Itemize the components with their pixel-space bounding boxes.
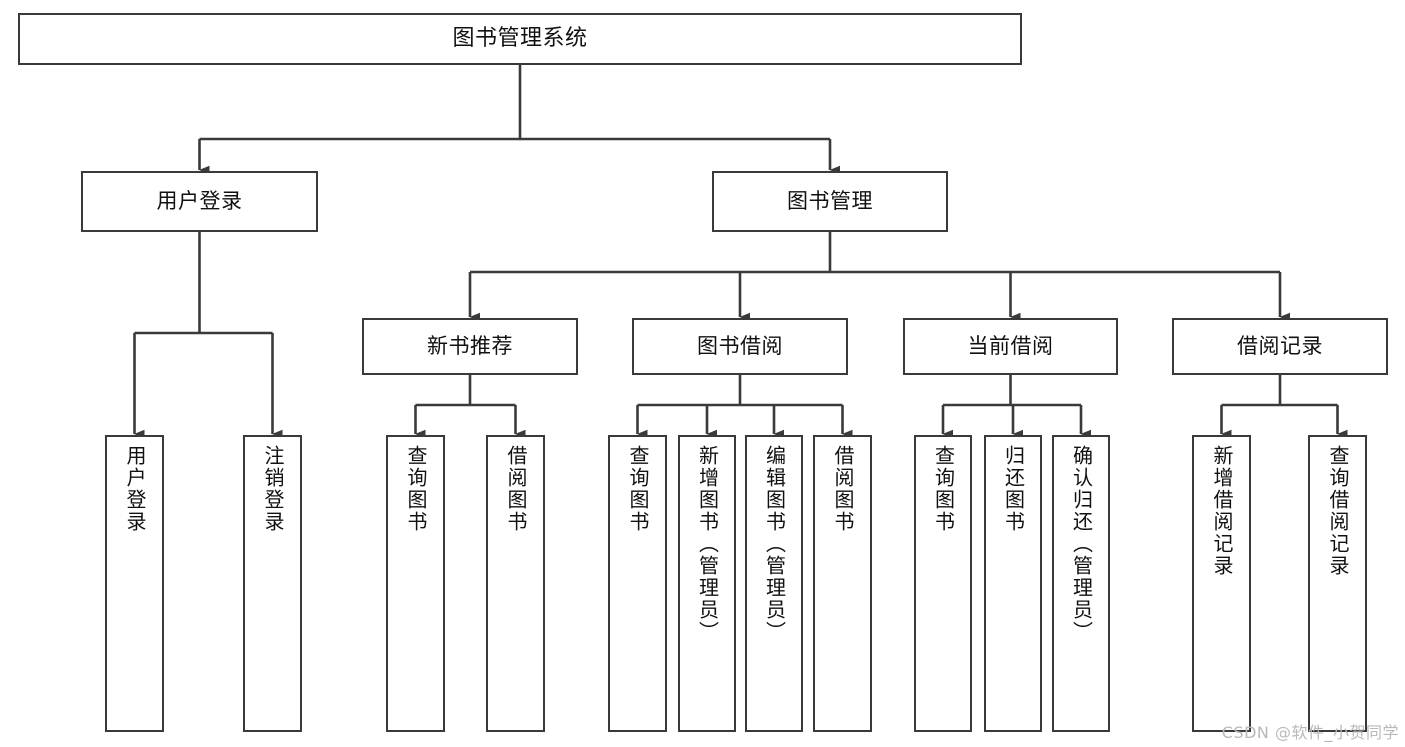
leaf-borrow-book-recommendation[interactable]: 借阅图书	[486, 435, 545, 732]
node-label: 新增借阅记录	[1210, 445, 1234, 577]
leaf-user-logout[interactable]: 注销登录	[243, 435, 302, 732]
node-label: 图书管理系统	[452, 26, 588, 52]
node-label: 图书借阅	[697, 334, 783, 359]
node-book-management-system[interactable]: 图书管理系统	[18, 13, 1022, 65]
node-borrow-record[interactable]: 借阅记录	[1172, 318, 1388, 375]
node-label: 注销登录	[261, 445, 285, 533]
node-label: 查询借阅记录	[1326, 445, 1350, 577]
node-label: 新书推荐	[427, 334, 513, 359]
leaf-query-book-recommendation[interactable]: 查询图书	[386, 435, 445, 732]
node-label: 图书管理	[787, 189, 873, 214]
node-label: 用户登录	[123, 445, 147, 533]
node-new-book-recommendation[interactable]: 新书推荐	[362, 318, 578, 375]
node-book-borrow[interactable]: 图书借阅	[632, 318, 848, 375]
node-label: 编辑图书（管理员）	[762, 445, 787, 643]
leaf-edit-book-admin[interactable]: 编辑图书（管理员）	[745, 435, 803, 732]
node-label: 当前借阅	[967, 334, 1054, 359]
node-user-login[interactable]: 用户登录	[81, 171, 318, 232]
leaf-confirm-return-admin[interactable]: 确认归还（管理员）	[1052, 435, 1110, 732]
leaf-query-borrow-record[interactable]: 查询借阅记录	[1308, 435, 1367, 732]
node-label: 查询图书	[626, 445, 650, 533]
csdn-watermark: CSDN @软件_小贺同学	[1221, 723, 1399, 742]
node-label: 借阅图书	[504, 445, 528, 533]
leaf-query-book-current[interactable]: 查询图书	[914, 435, 972, 732]
leaf-user-login[interactable]: 用户登录	[105, 435, 164, 732]
leaf-add-book-admin[interactable]: 新增图书（管理员）	[678, 435, 736, 732]
node-label: 确认归还（管理员）	[1069, 445, 1094, 643]
node-label: 借阅图书	[831, 445, 855, 533]
node-label: 新增图书（管理员）	[695, 445, 720, 643]
node-label: 查询图书	[404, 445, 428, 533]
leaf-query-book-borrow[interactable]: 查询图书	[608, 435, 667, 732]
node-label: 借阅记录	[1237, 334, 1323, 359]
node-current-borrow[interactable]: 当前借阅	[903, 318, 1118, 375]
node-label: 归还图书	[1001, 445, 1026, 533]
node-label: 查询图书	[931, 445, 956, 533]
node-label: 用户登录	[156, 189, 243, 214]
leaf-return-book[interactable]: 归还图书	[984, 435, 1042, 732]
leaf-add-borrow-record[interactable]: 新增借阅记录	[1192, 435, 1251, 732]
node-book-management[interactable]: 图书管理	[712, 171, 948, 232]
leaf-borrow-book[interactable]: 借阅图书	[813, 435, 872, 732]
